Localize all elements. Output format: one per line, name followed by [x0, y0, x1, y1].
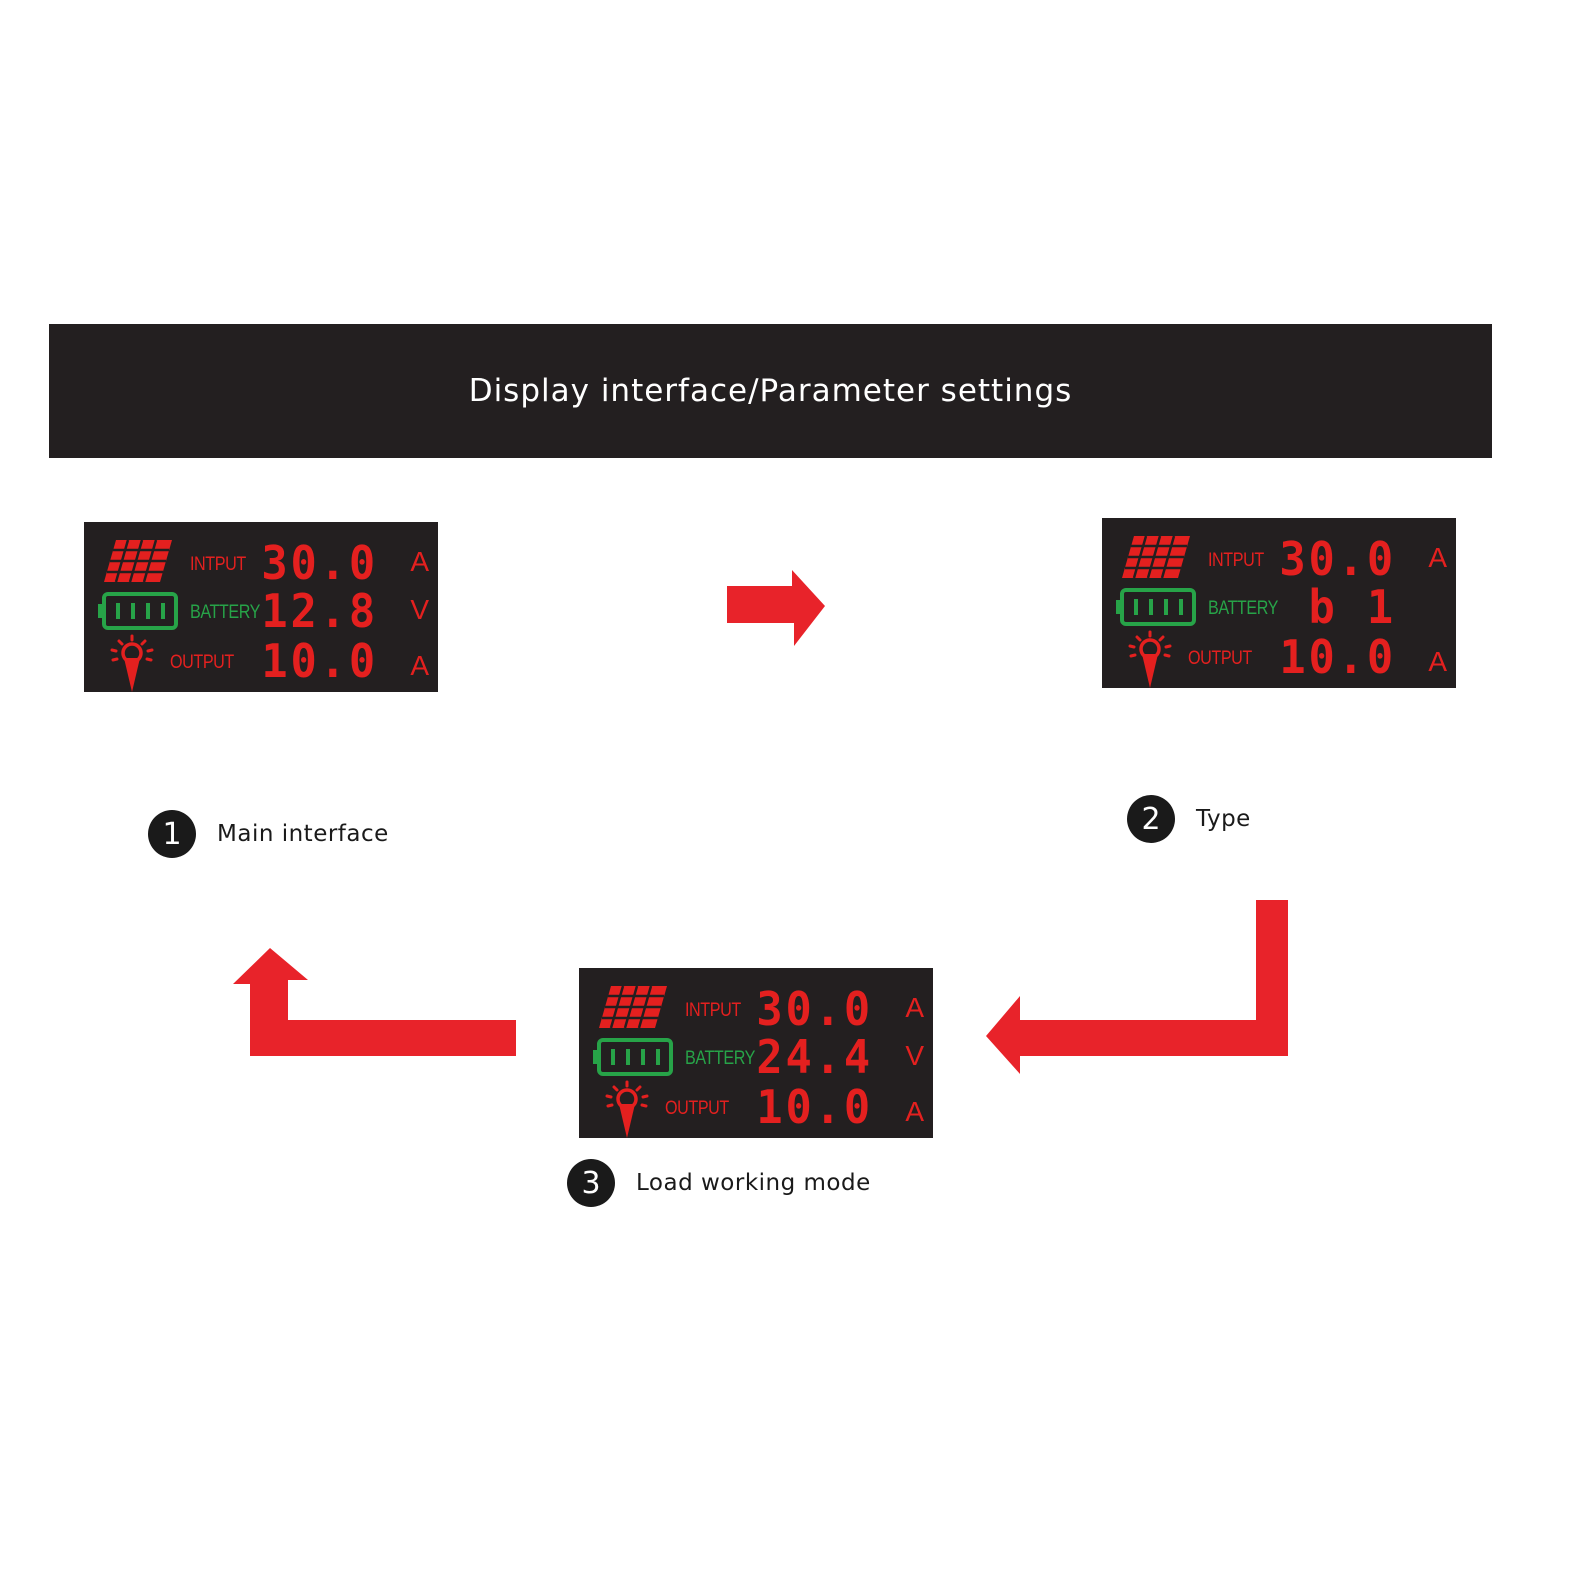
arrow-up-elbow-icon [233, 948, 516, 1056]
battery-value: 24.4 [756, 1030, 873, 1084]
battery-unit: V [410, 594, 429, 625]
solar-panel-icon [599, 985, 667, 1029]
input-label: INTPUT [685, 1000, 741, 1021]
input-value: 30.0 [1279, 532, 1396, 586]
page-title: Display interface/Parameter settings [49, 324, 1492, 458]
battery-icon [98, 592, 178, 630]
battery-label: BATTERY [190, 602, 261, 623]
lcd-screen-main: INTPUT 30.0 A BATTERY 12.8 V OUTPUT 10.0… [84, 522, 438, 692]
battery-icon [1116, 588, 1196, 626]
output-label: OUTPUT [170, 652, 234, 673]
bulb-icon [110, 634, 154, 692]
input-unit: A [905, 992, 924, 1023]
battery-unit: V [905, 1040, 924, 1071]
output-value: 10.0 [1279, 630, 1396, 684]
step-type: 2 Type [1127, 795, 1251, 843]
lcd-screen-type: INTPUT 30.0 A BATTERY b 1 OUTPUT 10.0 A [1102, 518, 1456, 688]
battery-label: BATTERY [685, 1048, 756, 1069]
input-value: 30.0 [261, 536, 378, 590]
output-unit: A [905, 1096, 924, 1127]
step-number: 1 [148, 810, 196, 858]
input-unit: A [1428, 542, 1447, 573]
step-number: 2 [1127, 795, 1175, 843]
output-value: 10.0 [756, 1080, 873, 1134]
input-label: INTPUT [1208, 550, 1264, 571]
bulb-icon [605, 1080, 649, 1138]
battery-icon [593, 1038, 673, 1076]
battery-value: b 1 [1308, 580, 1396, 634]
arrow-left-elbow-icon [986, 900, 1288, 1074]
input-unit: A [410, 546, 429, 577]
output-unit: A [1428, 646, 1447, 677]
step-load-working-mode: 3 Load working mode [567, 1159, 871, 1207]
solar-panel-icon [1122, 535, 1190, 579]
step-number: 3 [567, 1159, 615, 1207]
output-label: OUTPUT [1188, 648, 1252, 669]
battery-label: BATTERY [1208, 598, 1279, 619]
arrow-right-icon [727, 570, 825, 646]
output-value: 10.0 [261, 634, 378, 688]
step-label: Load working mode [636, 1170, 871, 1196]
lcd-screen-load: INTPUT 30.0 A BATTERY 24.4 V OUTPUT 10.0… [579, 968, 933, 1138]
step-main-interface: 1 Main interface [148, 810, 389, 858]
input-label: INTPUT [190, 554, 246, 575]
input-value: 30.0 [756, 982, 873, 1036]
solar-panel-icon [104, 539, 172, 583]
output-unit: A [410, 650, 429, 681]
step-label: Type [1196, 806, 1251, 832]
bulb-icon [1128, 630, 1172, 688]
battery-value: 12.8 [261, 584, 378, 638]
output-label: OUTPUT [665, 1098, 729, 1119]
step-label: Main interface [217, 821, 389, 847]
